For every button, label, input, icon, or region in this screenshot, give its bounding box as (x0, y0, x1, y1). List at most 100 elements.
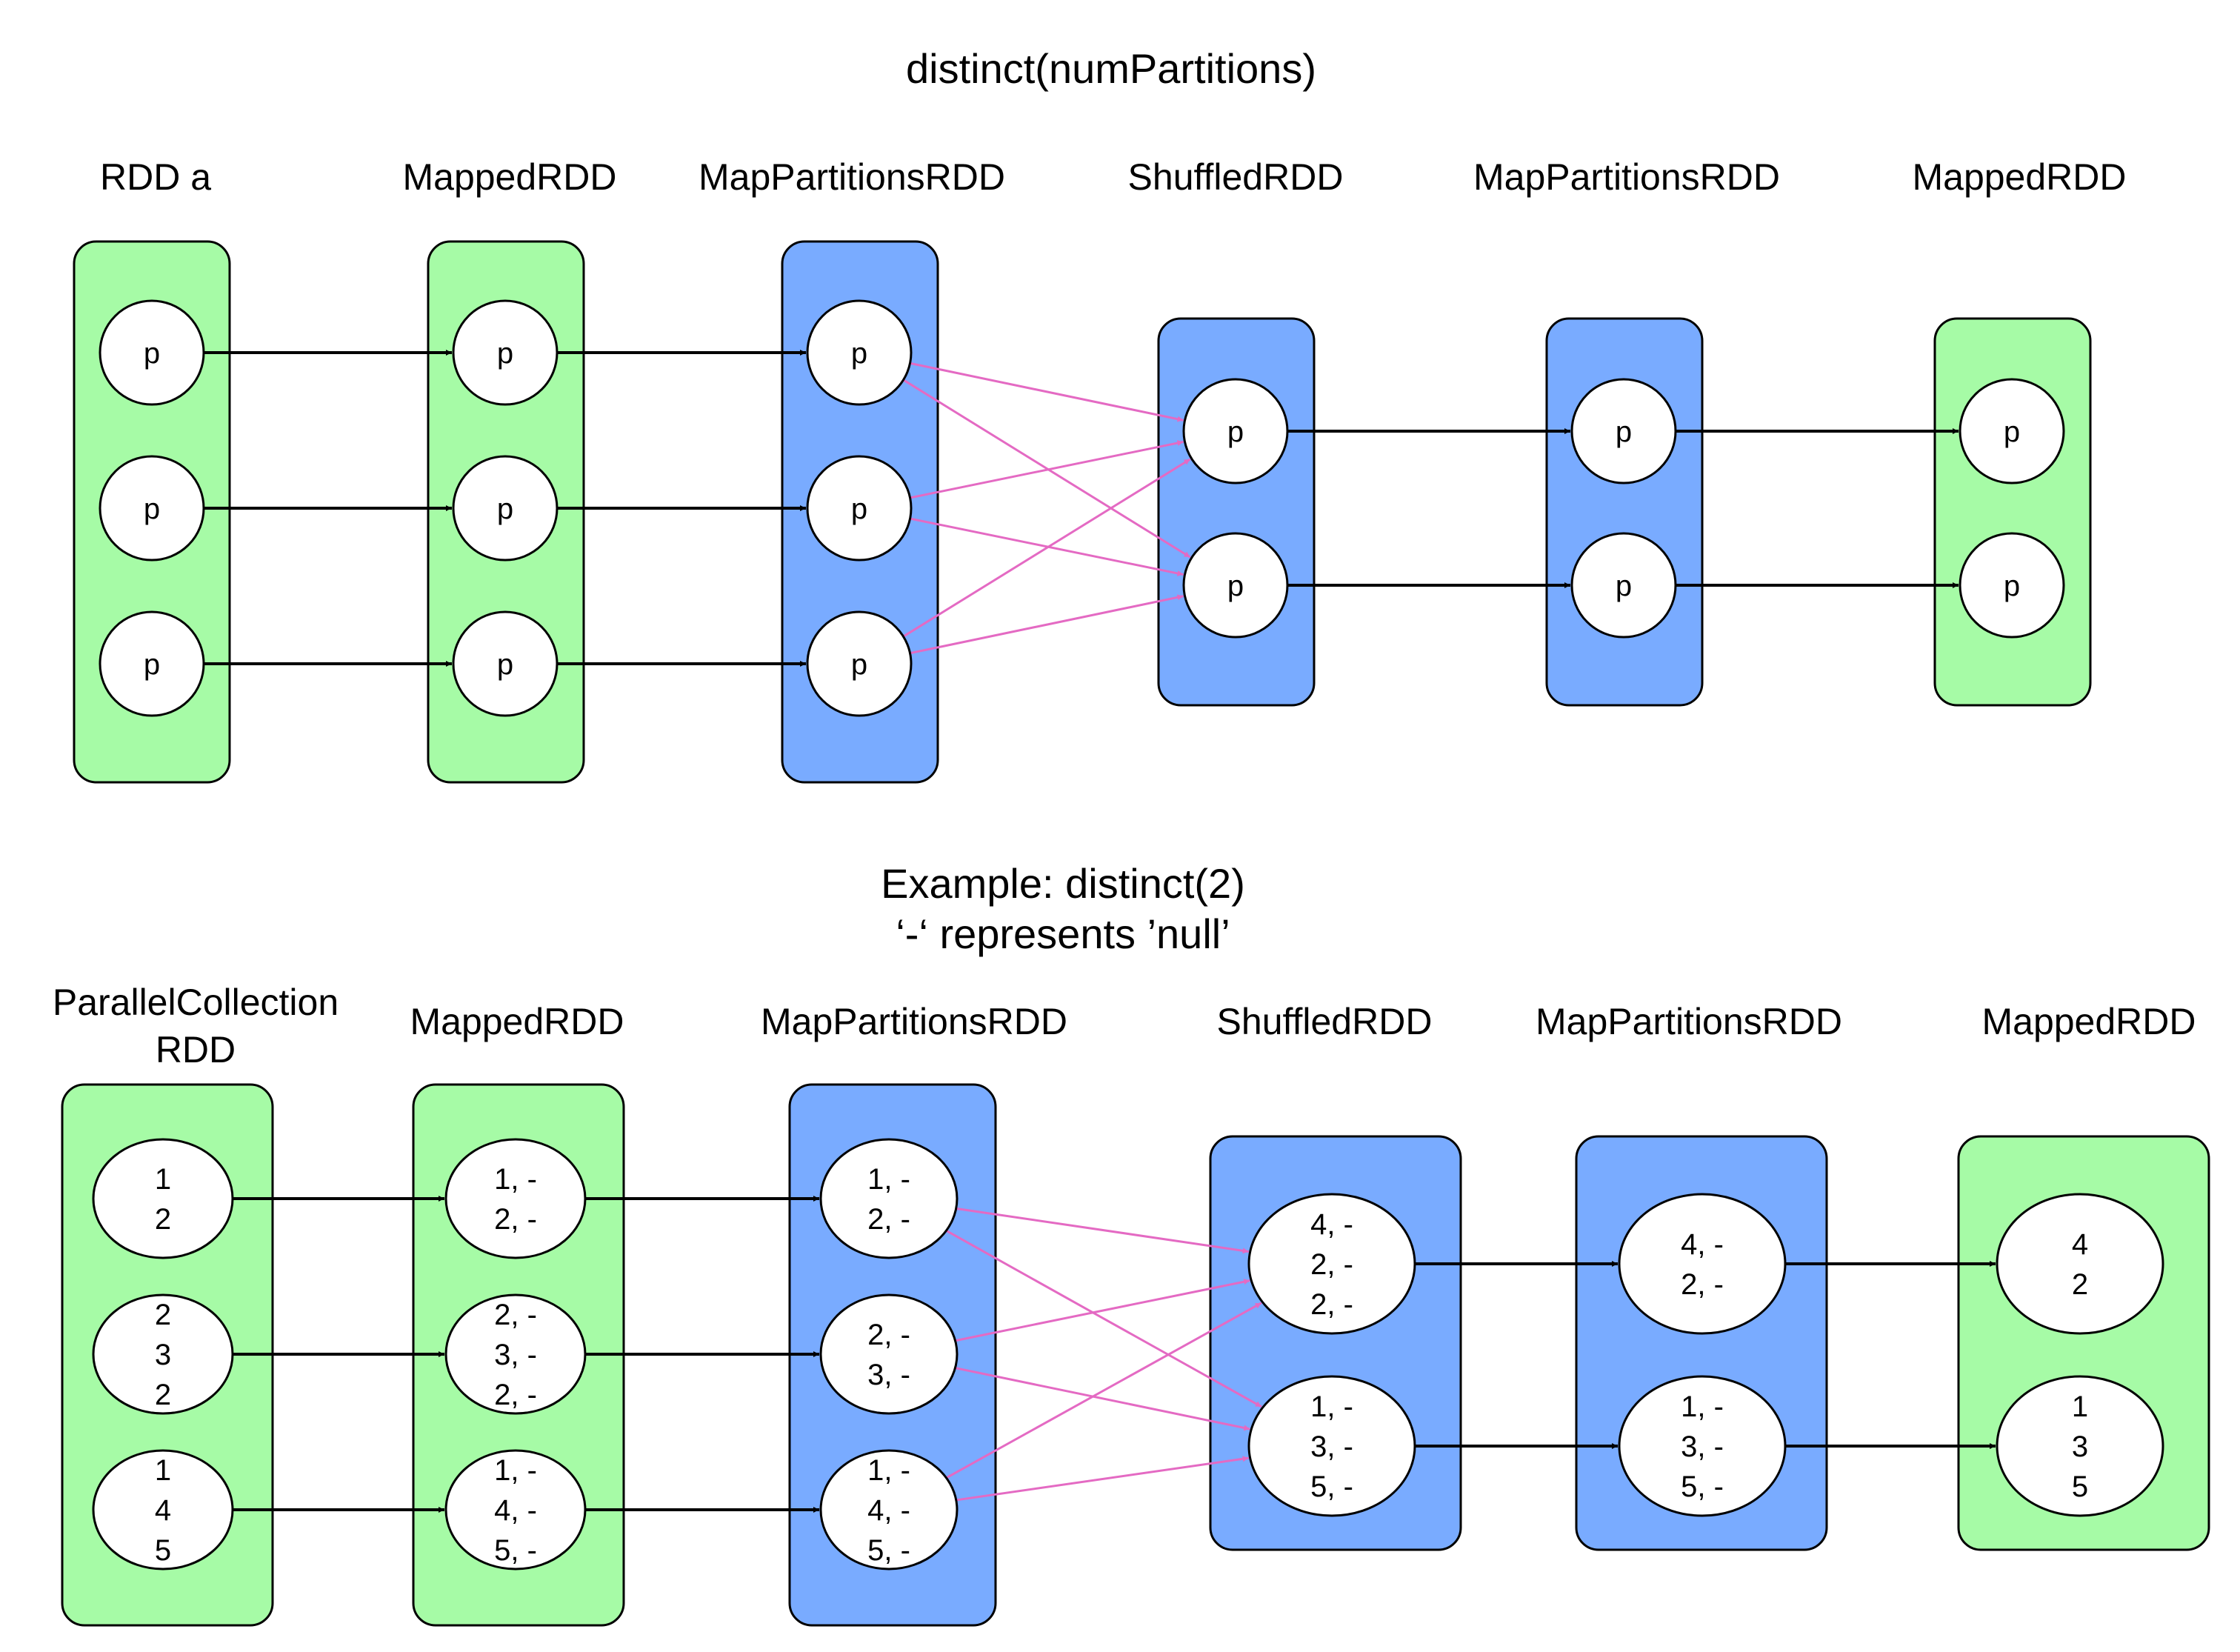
bottom-partition-value: 2 (2072, 1268, 2088, 1301)
bottom-shuffle-arrow (945, 1229, 1262, 1408)
top-partition-label: p (144, 337, 160, 370)
top-shuffle-arrow (902, 458, 1191, 638)
top-partition-label: p (1227, 570, 1244, 602)
bottom-partition-value: 2 (155, 1299, 171, 1331)
bottom-partition-value: 4, - (1681, 1228, 1724, 1261)
top-partition (452, 455, 559, 562)
bottom-partition-value: 3, - (867, 1359, 910, 1391)
top-rdd-box-6 (1933, 317, 2092, 707)
bottom-partition-value: 5, - (867, 1534, 910, 1567)
top-rdd-box-4 (1157, 317, 1316, 707)
bottom-rdd-label-2: MappedRDD (410, 1001, 624, 1042)
top-partition (1959, 378, 2065, 484)
bottom-shuffle-arrow (955, 1279, 1250, 1342)
top-rdd-label-2: MappedRDD (402, 156, 616, 198)
bottom-partition-value: 2, - (867, 1203, 910, 1236)
bottom-partition-value: 5, - (1310, 1471, 1353, 1503)
bottom-partition-value: 1, - (1681, 1390, 1724, 1423)
top-partition-label: p (497, 337, 513, 370)
bottom-partition-value: 4, - (1310, 1208, 1353, 1241)
top-partition (99, 299, 205, 406)
bottom-partition-value: 5, - (1681, 1471, 1724, 1503)
top-partition-label: p (1616, 570, 1632, 602)
top-shuffle-arrow (910, 440, 1184, 499)
top-rdd-label-3: MapPartitionsRDD (699, 156, 1005, 198)
bottom-partition (819, 1138, 959, 1259)
top-rdd-label-5: MapPartitionsRDD (1473, 156, 1780, 198)
bottom-partition-value: 5 (2072, 1471, 2088, 1503)
bottom-partition (444, 1449, 587, 1571)
bottom-partition (92, 1449, 234, 1571)
top-partition-label: p (144, 493, 160, 525)
bottom-partition-value: 2, - (1310, 1288, 1353, 1321)
bottom-partition (92, 1138, 234, 1259)
top-rdd-label-6: MappedRDD (1912, 156, 2126, 198)
top-partition (452, 299, 559, 406)
top-partition (99, 455, 205, 562)
bottom-rdd-label-1-line-2: RDD (156, 1029, 236, 1070)
bottom-partition-value: 5, - (494, 1534, 537, 1567)
top-partition (1959, 532, 2065, 639)
top-rdd-label-1: RDD a (100, 156, 211, 198)
bottom-rdd-label-4: ShuffledRDD (1217, 1001, 1433, 1042)
bottom-partition-value: 1 (155, 1163, 171, 1196)
bottom-rdd-label-6: MappedRDD (1981, 1001, 2196, 1042)
bottom-shuffle-arrow (955, 1367, 1250, 1431)
top-shuffle-arrow (910, 362, 1184, 422)
bottom-partition-value: 3 (155, 1339, 171, 1371)
bottom-partition-value: 2, - (494, 1203, 537, 1236)
bottom-shuffle-arrow (956, 1456, 1249, 1502)
bottom-partition (819, 1449, 959, 1571)
bottom-partition-value: 1, - (867, 1163, 910, 1196)
bottom-partition-value: 5 (155, 1534, 171, 1567)
top-shuffle-arrow (910, 517, 1184, 576)
top-partition-label: p (1616, 416, 1632, 448)
top-partition-label: p (497, 493, 513, 525)
top-partition (806, 455, 913, 562)
bottom-partition-value: 1 (155, 1454, 171, 1487)
bottom-partition (444, 1138, 587, 1259)
top-partition (99, 610, 205, 717)
top-partition (1570, 532, 1677, 639)
bottom-shuffle-arrow (945, 1302, 1262, 1479)
bottom-partition (819, 1293, 959, 1415)
bottom-partition-value: 2, - (867, 1319, 910, 1351)
top-partition-label: p (851, 648, 867, 681)
bottom-partition-value: 1 (2072, 1390, 2088, 1423)
bottom-partition-value: 4 (2072, 1228, 2088, 1261)
bottom-title: Example: distinct(2) (881, 860, 1245, 907)
top-partition-label: p (851, 337, 867, 370)
bottom-partition-value: 2 (155, 1203, 171, 1236)
bottom-partition-value: 2, - (1681, 1268, 1724, 1301)
bottom-partition (1996, 1375, 2164, 1517)
bottom-partition-value: 1, - (494, 1163, 537, 1196)
bottom-partition (92, 1293, 234, 1415)
bottom-rdd-label-5: MapPartitionsRDD (1536, 1001, 1842, 1042)
bottom-partition-value: 4, - (494, 1494, 537, 1527)
top-partition-label: p (2004, 570, 2020, 602)
bottom-partition (1618, 1193, 1787, 1335)
bottom-partition-value: 3, - (1681, 1430, 1724, 1463)
bottom-partition-value: 4, - (867, 1494, 910, 1527)
top-shuffle-arrow (902, 379, 1191, 559)
top-partition (1182, 532, 1289, 639)
bottom-partition-value: 2, - (494, 1379, 537, 1411)
top-partition-label: p (144, 648, 160, 681)
top-title: distinct(numPartitions) (906, 45, 1316, 92)
bottom-partition-value: 3 (2072, 1430, 2088, 1463)
top-partition (806, 610, 913, 717)
top-rdd-box-5 (1545, 317, 1704, 707)
bottom-partition-value: 1, - (867, 1454, 910, 1487)
top-partition (806, 299, 913, 406)
top-partition-label: p (2004, 416, 2020, 448)
bottom-partition-value: 2, - (494, 1299, 537, 1331)
bottom-partition-value: 2, - (1310, 1248, 1353, 1281)
bottom-partition-value: 1, - (494, 1454, 537, 1487)
bottom-subtitle: ‘-‘ represents ’null’ (896, 910, 1230, 957)
bottom-partition (1247, 1375, 1416, 1517)
top-partition (1570, 378, 1677, 484)
bottom-partition-value: 3, - (1310, 1430, 1353, 1463)
bottom-partition-value: 3, - (494, 1339, 537, 1371)
bottom-rdd-label-3: MapPartitionsRDD (761, 1001, 1067, 1042)
